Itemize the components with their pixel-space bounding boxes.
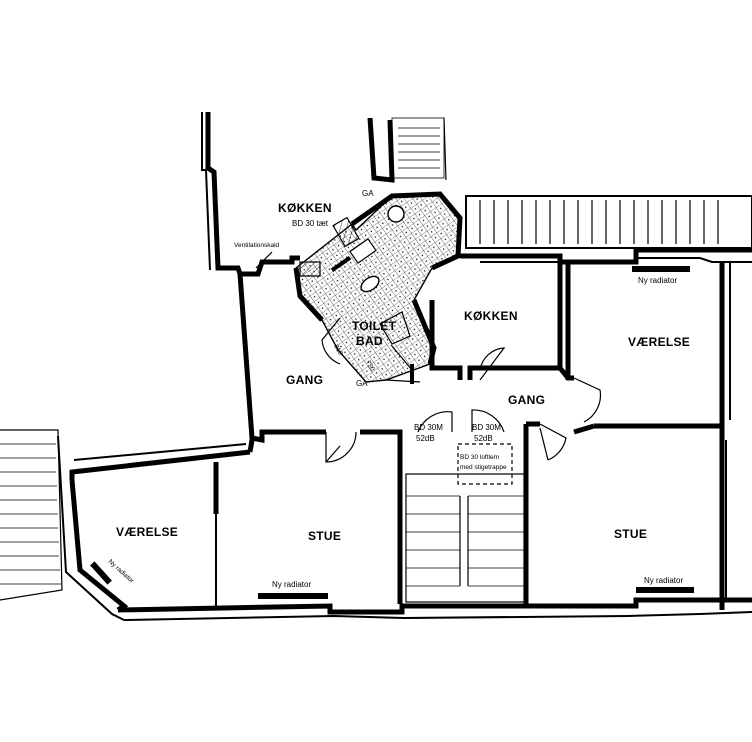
radiator-corner-left: [90, 561, 112, 585]
balcony-strip: [465, 195, 752, 249]
wall-left-ext-inner: [73, 443, 247, 461]
note-ventilation: Ventilationskald: [234, 242, 280, 249]
bathroom-post: [410, 364, 414, 384]
wall-top-right: [460, 247, 752, 265]
wall-stue-right-top: [573, 423, 595, 435]
bathroom-edge-mark: [330, 256, 352, 272]
room-label-kokken-center: KØKKEN: [464, 309, 518, 323]
door-gang-stue-right: [539, 423, 567, 461]
radiator-bottom-left: [258, 593, 328, 599]
radiator-label-top-right: Ny radiator: [638, 276, 677, 285]
wall-far-right: [725, 262, 731, 600]
radiator-label-bottom-right: Ny radiator: [644, 576, 683, 585]
wall-gang-left: [237, 273, 326, 444]
radiators: [90, 266, 694, 599]
kitchen-stub-hatch: [332, 216, 360, 248]
radiator-bottom-right: [636, 587, 694, 593]
room-label-stue-right: STUE: [614, 527, 647, 541]
door-gang-vaerelse: [573, 377, 602, 423]
note-door-left-line2: 52dB: [416, 434, 435, 443]
upper-stair-box: [391, 117, 445, 179]
room-label-kokken-left: KØKKEN: [278, 201, 332, 215]
shower-screen: [391, 345, 413, 371]
wall-upper-left-inner: [201, 112, 211, 271]
note-stair-line1: BD 30 loftlem: [460, 454, 499, 461]
note-stair-line2: med stigetrappe: [460, 464, 507, 471]
wall-bottom-facade-outer: [123, 611, 752, 621]
balcony-slats: [479, 200, 719, 244]
note-ga-bottom: GA: [356, 379, 368, 388]
door-gang-stue-left-leaf: [325, 445, 341, 463]
wall-stue-left-top: [360, 429, 403, 604]
door-gang-stue-right-leaf: [539, 427, 549, 461]
room-label-stue-left: STUE: [308, 529, 341, 543]
radiator-label-bottom-left: Ny radiator: [272, 580, 311, 589]
stair-hatch-dashed: [457, 443, 513, 485]
bathroom-zone: [293, 191, 463, 384]
bathroom-wall-left: [293, 267, 324, 322]
room-label-toilet: TOILET: [352, 319, 397, 333]
ventilation-hatch: [299, 261, 321, 277]
wall-left-bay: [69, 479, 129, 613]
room-label-bad: BAD: [356, 334, 383, 348]
note-door-right-line2: 52dB: [474, 434, 493, 443]
door-bathroom-swing: [321, 317, 341, 365]
door-bd30m-left: [417, 411, 453, 433]
shower-tray-icon: [379, 311, 411, 345]
note-door-right-line1: BD 30M: [472, 423, 501, 432]
door-gang-stue-left: [325, 431, 357, 463]
dim-810: 810: [332, 344, 344, 357]
bathroom-wall-top: [350, 191, 463, 271]
dim-750: 750: [364, 360, 376, 373]
ventilation-arrow: [255, 251, 273, 269]
stair-lower-left: [0, 429, 63, 601]
upper-stair-side: [443, 117, 447, 181]
note-door-left-line1: BD 30M: [414, 423, 443, 432]
room-label-vaerelse-right: VÆRELSE: [628, 335, 690, 349]
wall-bottom-facade: [117, 597, 752, 615]
bathroom-wall-right: [411, 299, 437, 365]
wall-upper-left-wing: [205, 112, 300, 277]
room-label-vaerelse-left: VÆRELSE: [116, 525, 178, 539]
note-ga-top: GA: [362, 189, 374, 198]
toilet-icon: [360, 275, 380, 293]
radiator-top-right: [632, 266, 690, 272]
note-bd30-kitchen: BD 30 tæt: [292, 219, 329, 228]
walls: [57, 112, 752, 621]
stair-center: [405, 443, 525, 603]
upper-stair-treads: [398, 127, 440, 169]
door-bd30m-right: [471, 409, 505, 433]
wall-left-ext: [69, 439, 255, 480]
washbasin-icon: [387, 205, 405, 223]
wall-left-bay-outer: [57, 435, 125, 621]
doors: [255, 251, 602, 463]
room-label-gang-left: GANG: [286, 373, 323, 387]
bathroom-threshold: [385, 379, 421, 383]
sink-cabinet-icon: [349, 238, 377, 264]
door-kitchen-gang: [479, 347, 506, 381]
wall-upper-stair: [367, 117, 395, 183]
wall-top-right-inner: [480, 257, 752, 263]
room-label-gang-right: GANG: [508, 393, 545, 407]
